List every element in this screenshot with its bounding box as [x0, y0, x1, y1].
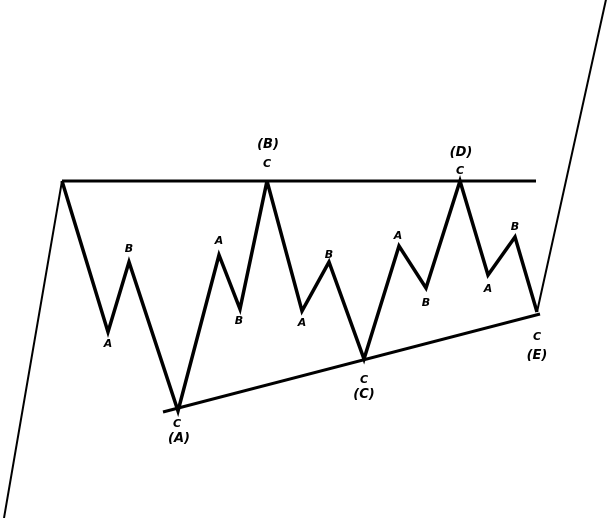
entry-leg	[3, 180, 63, 518]
label-b-4: B	[422, 296, 430, 309]
label-b-1: B	[125, 242, 133, 255]
label-a-5: A	[483, 282, 493, 295]
label-a-2: A	[214, 234, 224, 247]
label-wave-e: (E)	[527, 348, 548, 363]
label-wave-d: (D)	[450, 145, 473, 160]
label-b-3: B	[325, 248, 333, 261]
label-a-1: A	[103, 337, 113, 350]
wave-path	[60, 175, 539, 418]
label-c-4: C	[456, 164, 464, 177]
label-a-3: A	[297, 316, 307, 329]
label-c-2: C	[263, 157, 271, 170]
breakout-leg	[536, 0, 607, 313]
label-c-3: C	[360, 373, 368, 386]
label-c-5: C	[533, 330, 541, 343]
label-wave-b: (B)	[257, 137, 279, 152]
label-a-4: A	[393, 229, 403, 242]
label-b-5: B	[511, 220, 519, 233]
lower-trendline	[162, 312, 541, 414]
label-b-2: B	[235, 314, 243, 327]
label-wave-c: (C)	[353, 387, 374, 402]
label-c-1: C	[173, 417, 181, 430]
label-wave-a: (A)	[168, 431, 190, 446]
